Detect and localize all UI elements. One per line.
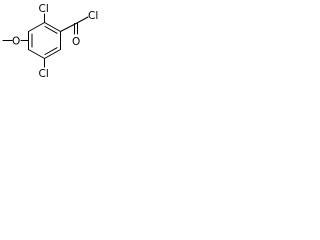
atom-label-acyl-cl: Cl (88, 10, 98, 22)
atom-label-cl-bottom: Cl (39, 68, 49, 80)
ring-bond-c4-c5 (28, 49, 45, 59)
chemical-structure: Cl O Cl Cl O (2, 3, 98, 80)
atom-label-methoxy-o: O (12, 36, 20, 48)
ring-inner-double-bond-bottom (44, 47, 58, 55)
ring-bond-c1-c2 (44, 22, 61, 32)
bond-ring-to-carbonyl-carbon (60, 23, 77, 32)
atom-label-cl-top: Cl (39, 3, 49, 15)
ring-bond-c3-c4 (44, 49, 61, 59)
ring-inner-double-bond-top (44, 26, 58, 34)
bond-carbonyl-carbon-to-cl (75, 16, 89, 24)
benzene-ring (28, 22, 61, 59)
atom-label-carbonyl-o: O (72, 36, 80, 48)
ring-bond-c6-c1 (28, 22, 45, 32)
